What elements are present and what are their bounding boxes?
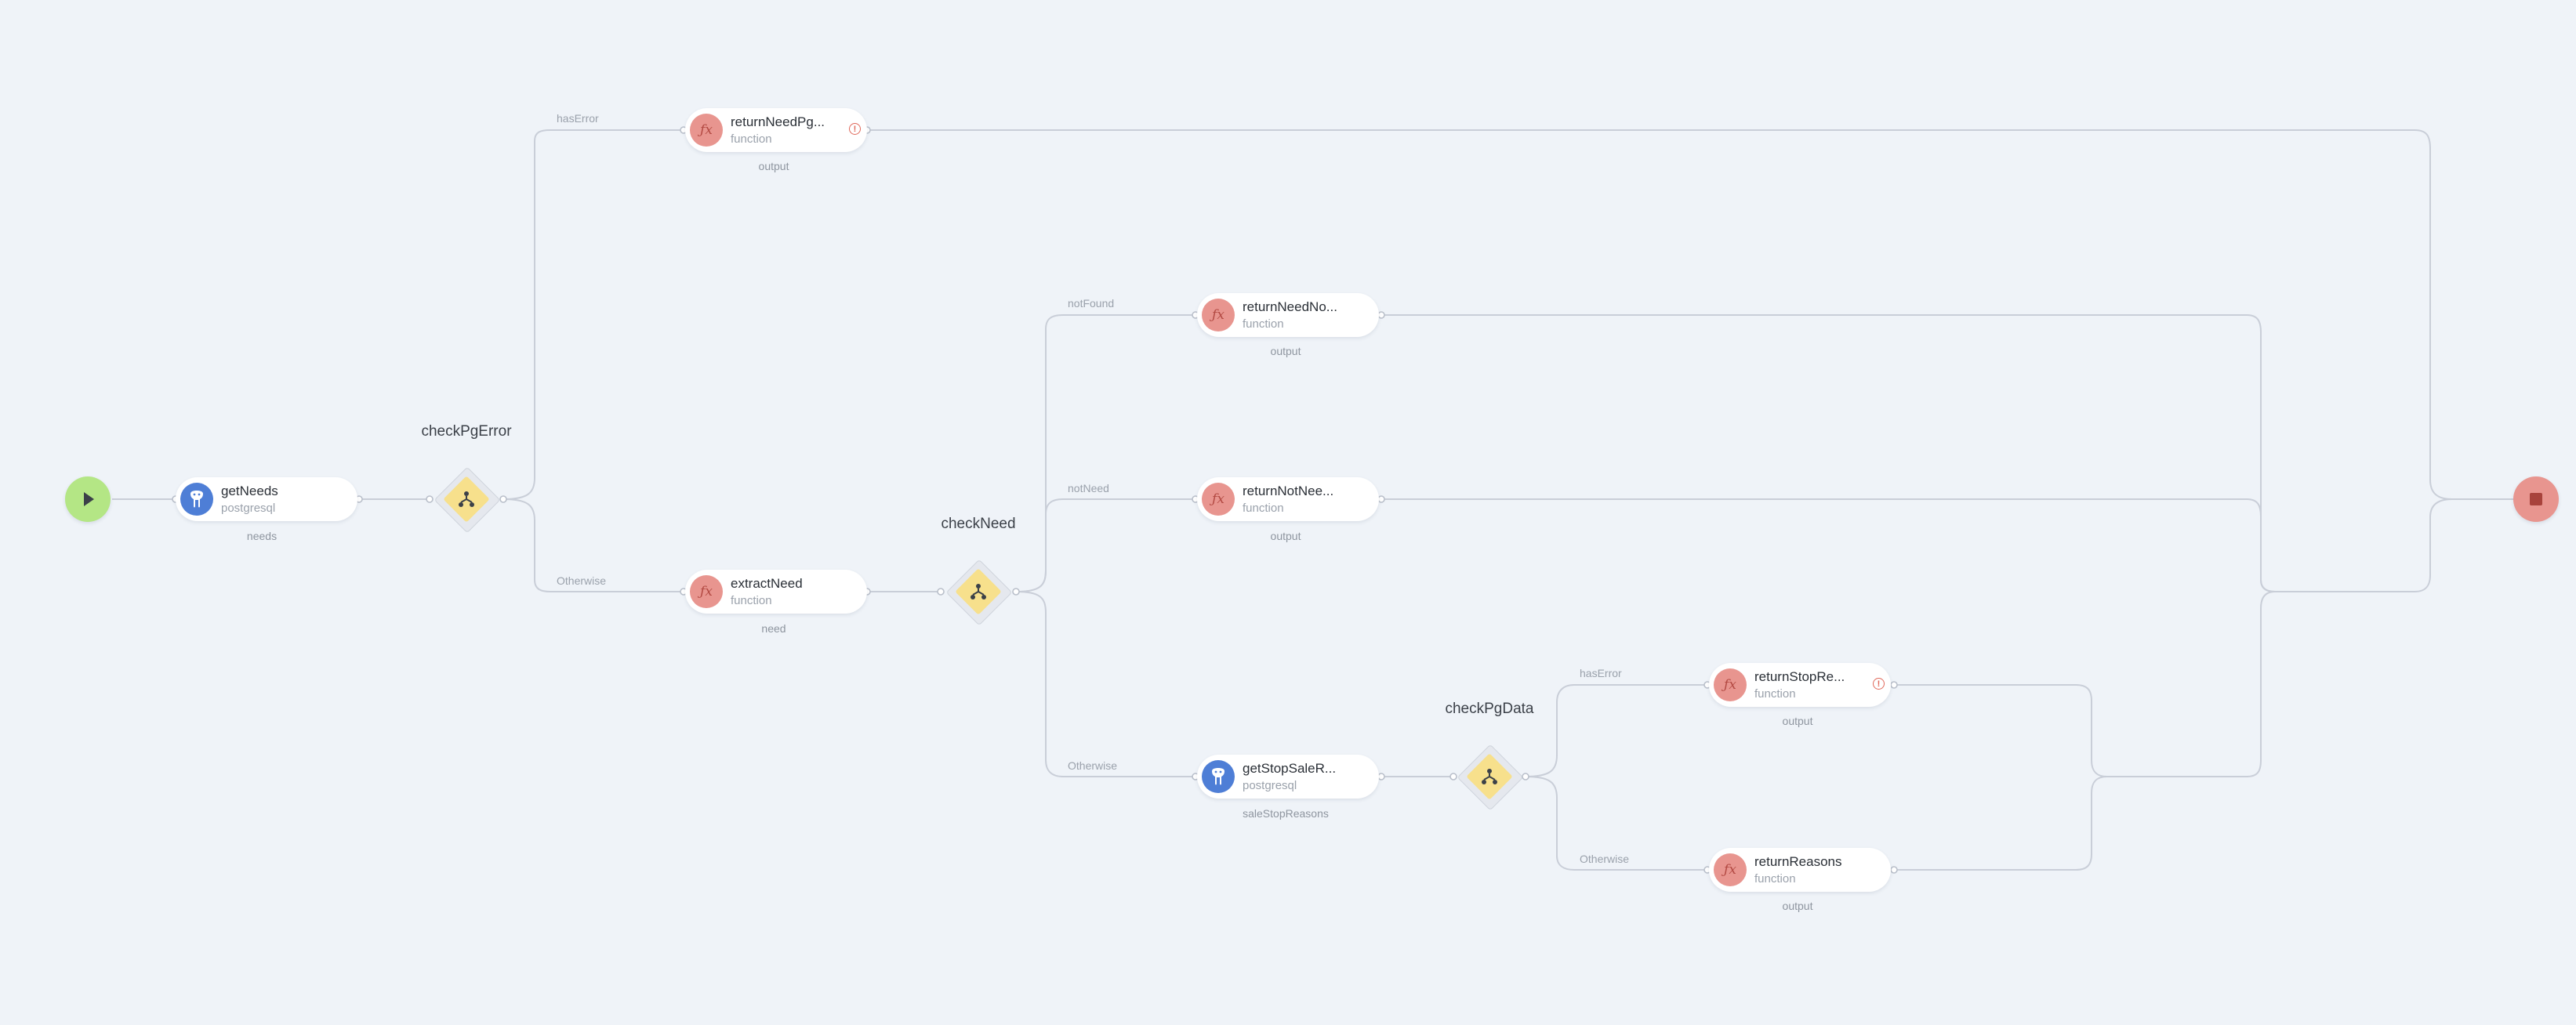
condition-title: checkPgError — [421, 423, 512, 440]
node-type: postgresql — [1243, 779, 1297, 792]
node-name: returnNotNee... — [1243, 484, 1334, 498]
node-type: function — [1754, 872, 1796, 886]
function-icon: ƒx — [1202, 299, 1235, 331]
node-getStopSaleReasons[interactable]: getStopSaleR... postgresql — [1197, 755, 1379, 799]
port — [1377, 311, 1385, 319]
function-icon: ƒx — [1714, 853, 1747, 886]
node-output-label: output — [1782, 900, 1813, 912]
function-icon: ƒx — [690, 114, 723, 147]
edge-checkNeed-notFound — [1015, 314, 1195, 592]
edge-returnNeedNotFound-merge — [1381, 314, 2276, 592]
edge-returnReasons-merge — [1894, 591, 2276, 871]
function-icon: ƒx — [690, 575, 723, 608]
branch-icon — [1482, 769, 1497, 784]
start-node[interactable] — [65, 476, 111, 522]
node-type: function — [731, 594, 772, 607]
node-output-label: output — [758, 160, 789, 172]
node-name: getNeeds — [221, 484, 278, 498]
edge-label-notNeed: notNeed — [1068, 482, 1109, 494]
stop-icon — [2530, 493, 2542, 505]
port — [1377, 495, 1385, 503]
condition-checkPgError[interactable] — [434, 466, 501, 534]
end-node[interactable] — [2513, 476, 2559, 522]
node-name: getStopSaleR... — [1243, 761, 1337, 776]
port — [937, 588, 945, 596]
node-returnNeedNotFound[interactable]: ƒx returnNeedNo... function — [1197, 293, 1379, 337]
node-name: returnNeedNo... — [1243, 299, 1337, 314]
node-type: function — [1243, 317, 1284, 331]
node-returnNotNeeded[interactable]: ƒx returnNotNee... function — [1197, 477, 1379, 521]
port — [499, 495, 507, 503]
postgresql-icon — [180, 483, 213, 516]
node-output-label: needs — [246, 530, 278, 542]
edge-label-hasError: hasError — [1580, 667, 1622, 679]
node-output-label: need — [761, 622, 786, 635]
node-type: postgresql — [221, 502, 276, 515]
edge-returnNotNeeded-merge — [1381, 498, 2276, 592]
play-icon — [84, 492, 94, 506]
port — [426, 495, 434, 503]
condition-title: checkPgData — [1445, 701, 1534, 717]
function-icon: ƒx — [1202, 483, 1235, 516]
port — [1377, 773, 1385, 781]
postgresql-icon — [1202, 760, 1235, 793]
function-icon: ƒx — [1714, 668, 1747, 701]
node-name: returnStopRe... — [1754, 669, 1845, 684]
node-extractNeed[interactable]: ƒx extractNeed function — [685, 570, 867, 614]
edge-checkNeed-otherwise — [1015, 591, 1195, 777]
edge-label-otherwise: Otherwise — [1580, 853, 1629, 865]
edge-label-hasError: hasError — [557, 112, 599, 125]
port — [1449, 773, 1457, 781]
edge-checkPgData-hasError — [1525, 684, 1707, 777]
port — [1890, 681, 1898, 689]
edge-label-notFound: notFound — [1068, 297, 1114, 310]
warning-icon[interactable]: ! — [1873, 678, 1885, 690]
condition-title: checkNeed — [941, 516, 1016, 532]
edge-returnStopReasonsError-merge — [1894, 684, 2108, 777]
edge-checkPgError-hasError — [503, 129, 684, 500]
edge-checkPgData-otherwise — [1525, 776, 1707, 871]
edge-merge-end — [2275, 498, 2518, 592]
node-name: extractNeed — [731, 576, 803, 591]
port — [1012, 588, 1020, 596]
node-name: returnNeedPg... — [731, 114, 825, 129]
condition-checkPgData[interactable] — [1457, 744, 1524, 811]
node-name: returnReasons — [1754, 854, 1842, 869]
node-output-label: saleStopReasons — [1243, 807, 1329, 820]
node-getNeeds[interactable]: getNeeds postgresql — [176, 477, 357, 521]
node-type: function — [1754, 687, 1796, 701]
node-output-label: output — [1782, 715, 1813, 727]
branch-icon — [459, 491, 474, 507]
edge-label-otherwise: Otherwise — [557, 574, 606, 587]
node-returnStopReasonsError[interactable]: ƒx returnStopRe... function ! — [1709, 663, 1891, 707]
branch-icon — [971, 584, 986, 599]
edge-checkNeed-notNeed — [1015, 498, 1195, 592]
node-type: function — [1243, 502, 1284, 515]
warning-icon[interactable]: ! — [849, 123, 861, 135]
node-output-label: output — [1270, 345, 1301, 357]
node-returnReasons[interactable]: ƒx returnReasons function — [1709, 848, 1891, 892]
node-type: function — [731, 132, 772, 146]
port — [1890, 866, 1898, 874]
port — [1522, 773, 1529, 781]
node-output-label: output — [1270, 530, 1301, 542]
condition-checkNeed[interactable] — [945, 559, 1013, 626]
edge-label-otherwise: Otherwise — [1068, 759, 1117, 772]
edge-checkPgError-otherwise — [503, 498, 684, 592]
node-returnNeedPgError[interactable]: ƒx returnNeedPg... function ! — [685, 108, 867, 152]
edge-returnNeedPgError-end — [867, 129, 2518, 500]
